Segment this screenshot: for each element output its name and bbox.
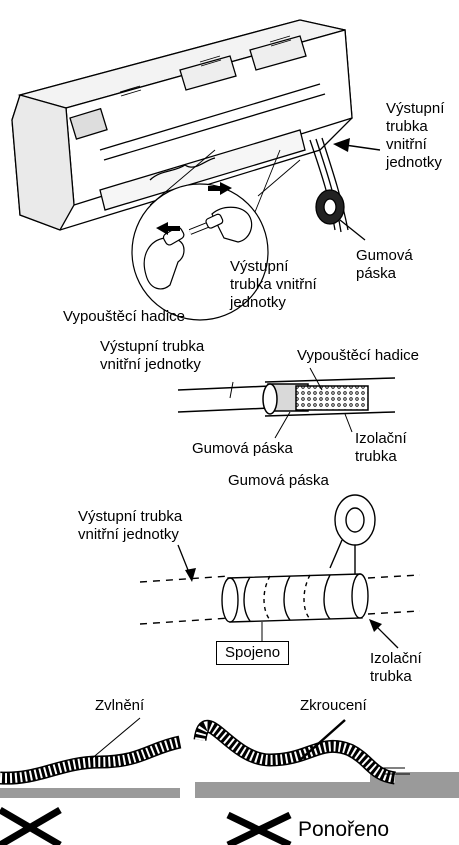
label-rubber-tape-1: Gumová páska	[356, 247, 413, 283]
label-twisted: Zkroucení	[300, 697, 367, 715]
outlet-pipe-arrow	[333, 138, 380, 152]
label-outlet-pipe-2: Výstupní trubka vnitřní jednotky	[100, 338, 204, 374]
label-rubber-tape-2: Gumová páska	[192, 440, 293, 458]
pipe-connection	[178, 378, 395, 416]
tape-roll-2	[330, 495, 375, 582]
label-drain-hose-1: Vypouštěcí hadice	[63, 308, 185, 326]
label-rubber-tape-3: Gumová páska	[228, 472, 329, 490]
label-joined: Spojeno	[216, 641, 289, 665]
label-drain-hose-2: Vypouštěcí hadice	[297, 347, 419, 365]
wrong-mark-2	[228, 815, 290, 845]
label-submerged: Ponořeno	[298, 818, 389, 842]
label-insulation-3: Izolační trubka	[370, 650, 422, 686]
wavy-hose	[0, 718, 180, 798]
label-insulation-2: Izolační trubka	[355, 430, 407, 466]
label-outlet-pipe-3: Výstupní trubka vnitřní jednotky	[78, 508, 182, 544]
wrong-mark-1	[0, 810, 60, 845]
taped-joint	[140, 574, 420, 624]
label-outlet-pipe-center: Výstupní trubka vnitřní jednotky	[230, 258, 317, 312]
label-outlet-pipe-1: Výstupní trubka vnitřní jednotky	[386, 100, 444, 172]
label-wavy: Zvlnění	[95, 697, 144, 715]
tape-roll-1	[316, 190, 365, 240]
twisted-hose	[195, 720, 459, 798]
